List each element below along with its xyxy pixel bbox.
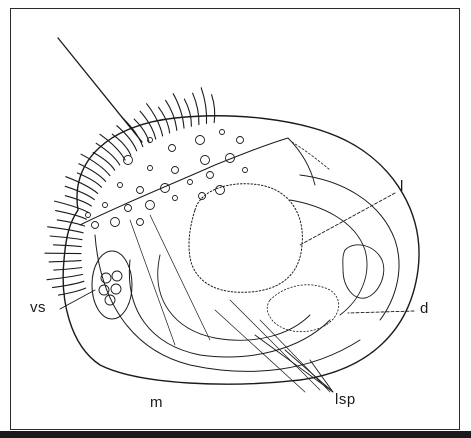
- pore: [92, 222, 99, 229]
- pore: [86, 213, 91, 218]
- plate-boundary: [80, 138, 288, 225]
- leader-lines: [60, 193, 414, 392]
- pore: [137, 187, 144, 194]
- pore: [172, 167, 179, 174]
- cilium: [65, 196, 91, 206]
- pore: [220, 130, 225, 135]
- label-l: l: [400, 178, 404, 195]
- cilium: [66, 177, 98, 194]
- pore-dots: [86, 130, 248, 229]
- bottom-edge: [0, 431, 471, 438]
- cilium: [166, 100, 177, 130]
- pore: [148, 166, 153, 171]
- label-d: d: [420, 300, 429, 317]
- body-outline: [63, 116, 419, 384]
- label-m: m: [150, 394, 163, 411]
- vesicle-sac: [92, 251, 132, 319]
- pore: [103, 203, 108, 208]
- organ-d-lobe: [343, 245, 384, 298]
- cilium: [59, 288, 86, 295]
- right-fold: [300, 175, 399, 320]
- cilium: [53, 281, 84, 287]
- cilium: [212, 95, 215, 123]
- pore: [188, 180, 193, 185]
- cilium: [53, 245, 81, 247]
- pore: [111, 218, 120, 227]
- cilium: [79, 164, 106, 182]
- cilium: [49, 261, 81, 262]
- dorsal-fringe: [292, 142, 330, 170]
- cilium: [54, 268, 82, 271]
- plate-edge: [288, 138, 315, 185]
- cilium: [56, 211, 87, 220]
- pore: [169, 145, 176, 152]
- pore: [201, 156, 210, 165]
- organ-l: [189, 184, 302, 293]
- pore: [137, 219, 144, 226]
- cilium: [184, 99, 191, 126]
- pore: [237, 137, 244, 144]
- pore: [207, 172, 214, 179]
- cilium: [173, 94, 184, 128]
- organ-d-body: [267, 285, 339, 332]
- pore: [146, 201, 155, 210]
- cilium: [140, 111, 156, 139]
- right-inner-fold: [290, 200, 367, 315]
- label-lsp: lsp: [335, 391, 356, 408]
- pore: [243, 168, 248, 173]
- pore: [125, 205, 132, 212]
- cilium: [193, 93, 199, 124]
- spine-line: [58, 38, 142, 142]
- pore: [196, 136, 205, 145]
- cilium: [55, 201, 89, 213]
- pore: [173, 196, 178, 201]
- pore: [118, 183, 123, 188]
- middle-fold: [129, 260, 330, 357]
- label-vs: vs: [30, 299, 46, 316]
- cilium: [48, 227, 84, 233]
- cilium: [201, 88, 206, 124]
- cilium: [47, 274, 83, 279]
